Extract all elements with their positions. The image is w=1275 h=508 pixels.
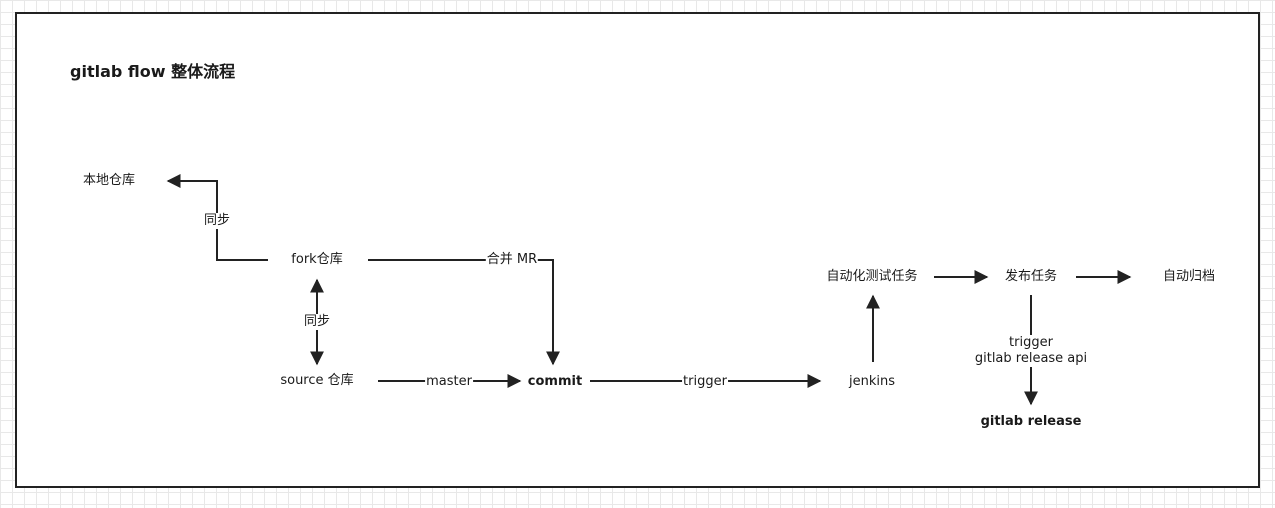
node-source-repo: source 仓库 [280,373,354,388]
node-gitlab-release: gitlab release [980,414,1082,429]
node-publish-task: 发布任务 [1004,269,1058,284]
edge-label-sync-top: 同步 [202,213,232,229]
edge-label-trigger-jenkins: trigger [682,374,728,390]
edge-label-merge-mr: 合并 MR [485,252,539,268]
edge-label-trigger-release-line1: trigger [1009,335,1053,350]
node-local-repo: 本地仓库 [82,173,136,188]
node-auto-test: 自动化测试任务 [826,269,918,284]
node-jenkins: jenkins [848,374,896,389]
node-commit: commit [527,374,583,389]
edge-label-trigger-release-line2: gitlab release api [974,351,1088,366]
node-auto-archive: 自动归档 [1162,269,1216,284]
edge-label-trigger-release: trigger gitlab release api [973,335,1089,367]
edge-label-sync-bottom: 同步 [302,314,332,330]
edge-label-master: master [425,374,473,390]
node-fork-repo: fork仓库 [291,252,343,267]
diagram-frame [15,12,1260,488]
diagram-title: gitlab flow 整体流程 [70,62,236,81]
edge-fork-merge-to-commit [368,259,560,366]
